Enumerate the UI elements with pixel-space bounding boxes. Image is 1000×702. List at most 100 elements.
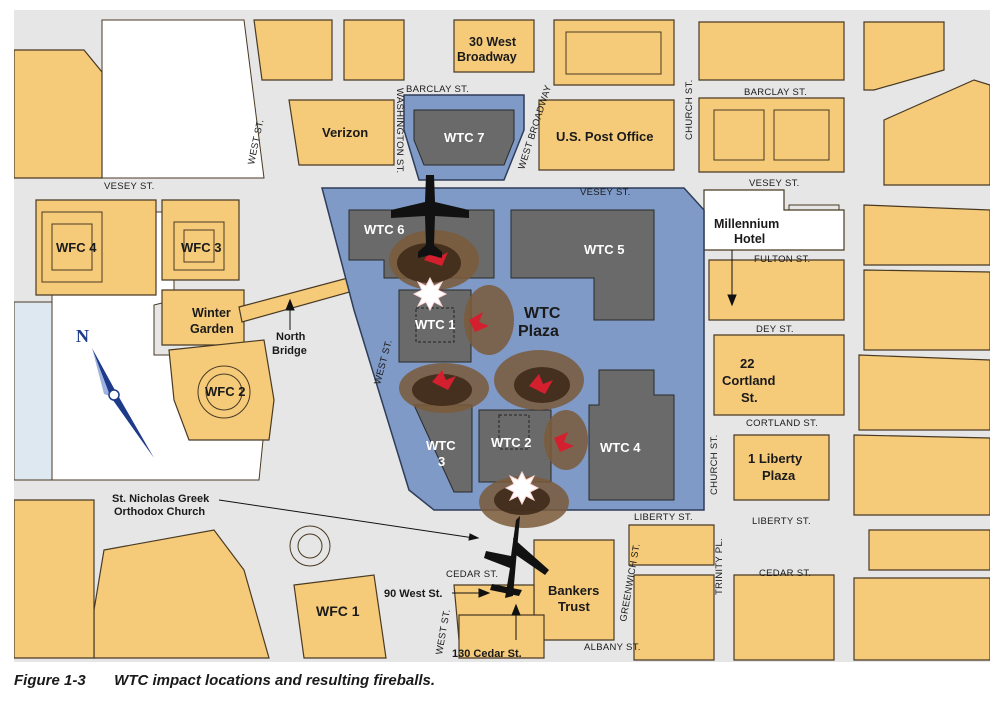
block (553, 19, 675, 86)
fire-mark (432, 370, 456, 390)
street-church-bottom: CHURCH ST. (709, 434, 720, 495)
street-washington: WASHINGTON ST. (394, 88, 405, 173)
block (733, 574, 835, 661)
block (14, 499, 95, 659)
label-north-bridge-line2: Bridge (272, 345, 307, 357)
figure-number: Figure 1-3 (14, 672, 86, 689)
block (633, 574, 715, 661)
impact-burst-wtc2 (504, 470, 540, 506)
label-wtc1: WTC 1 (415, 317, 455, 332)
street-cortland: CORTLAND ST. (746, 418, 818, 429)
leader-line-church (218, 499, 475, 539)
impact-bursts (412, 276, 540, 506)
label-bankers-line1: Bankers (548, 583, 599, 598)
street-albany: ALBANY ST. (584, 642, 641, 653)
block-cortland (713, 334, 845, 416)
compass-hub (108, 389, 120, 401)
smoke-cloud (544, 410, 588, 470)
compass-needle-light (92, 348, 110, 396)
fire-mark (554, 432, 574, 452)
label-wfc1: WFC 1 (316, 603, 360, 619)
airplane-icon (484, 516, 520, 598)
block (863, 204, 990, 266)
city-blocks (14, 19, 990, 661)
smoke-cloud (397, 243, 461, 283)
label-cortland-line2: Cortland (722, 373, 776, 388)
label-winter-garden-line1: Winter (192, 306, 231, 320)
label-plaza-line2: Plaza (518, 323, 559, 340)
label-wtc6: WTC 6 (364, 222, 404, 237)
street-barclay-left: BARCLAY ST. (406, 84, 469, 95)
block (628, 524, 715, 566)
wfc3-outline (173, 221, 225, 271)
label-30-west-broadway-line1: 30 West (469, 35, 517, 49)
fire-mark (529, 374, 553, 394)
block-verizon (288, 99, 395, 166)
label-church-line2: Orthodox Church (114, 506, 205, 518)
wfc2-dome-inner (205, 373, 243, 411)
block (698, 21, 845, 81)
wtc7-building (413, 109, 515, 166)
block (883, 79, 990, 186)
label-wtc5: WTC 5 (584, 242, 624, 257)
wtc2-core (498, 414, 530, 450)
label-wtc7: WTC 7 (444, 130, 484, 145)
airplane-icon (490, 584, 522, 596)
label-wfc3: WFC 3 (181, 240, 221, 255)
label-wtc2: WTC 2 (491, 435, 531, 450)
figure-caption: Figure 1-3 WTC impact locations and resu… (14, 672, 974, 696)
compass-needle-north (92, 348, 116, 396)
street-vesey-right: VESEY ST. (749, 178, 800, 189)
label-plaza-line1: WTC (524, 305, 561, 322)
airplane-icon (513, 538, 549, 575)
wtc5-building (510, 209, 655, 321)
label-millennium-line2: Hotel (734, 232, 765, 246)
block (853, 434, 990, 516)
label-wtc3-line1: WTC (426, 438, 456, 453)
label-millennium-line1: Millennium (714, 217, 779, 231)
label-wtc3-line2: 3 (438, 454, 445, 469)
street-liberty-left: LIBERTY ST. (634, 512, 693, 523)
wfc2-dome (197, 365, 251, 419)
block (863, 21, 945, 91)
label-winter-garden-line2: Garden (190, 322, 234, 336)
label-liberty-plaza-line1: 1 Liberty (748, 451, 803, 466)
street-liberty-right: LIBERTY ST. (752, 516, 811, 527)
wtc1-core (415, 307, 455, 343)
church-circle (289, 525, 331, 567)
street-trinity: TRINITY PL. (714, 538, 725, 595)
label-cortland-line1: 22 (740, 356, 754, 371)
arrowhead (468, 533, 480, 541)
wfc3-inner (183, 229, 215, 263)
block-millennium (708, 259, 845, 321)
street-church-top: CHURCH ST. (684, 79, 695, 140)
block (253, 19, 333, 81)
block-post-office (538, 99, 675, 171)
north-arrow: N (76, 326, 154, 458)
wfc4-inner (51, 223, 93, 271)
block (343, 19, 405, 81)
block-wfc2 (168, 339, 275, 441)
arrowhead (478, 588, 491, 598)
open-area-nw (101, 19, 265, 179)
label-130-cedar: 130 Cedar St. (452, 648, 522, 660)
block-wfc3 (161, 199, 240, 281)
leader-lines (218, 250, 737, 640)
arrowhead (285, 298, 295, 311)
block (698, 97, 845, 173)
block-inner (713, 109, 765, 161)
street-cedar-left: CEDAR ST. (446, 569, 498, 580)
label-30-west-broadway-line2: Broadway (457, 50, 517, 64)
fire-mark (469, 312, 489, 332)
block (14, 49, 103, 179)
label-post-office: U.S. Post Office (556, 129, 654, 144)
label-wtc4: WTC 4 (600, 440, 641, 455)
block-30-west-broadway (453, 19, 535, 73)
street-vesey-mid: VESEY ST. (580, 187, 631, 198)
label-wfc4: WFC 4 (56, 240, 97, 255)
label-wfc2: WFC 2 (205, 384, 245, 399)
aircraft-flight-11 (391, 175, 469, 258)
smoke-cloud (412, 374, 472, 406)
label-90-west: 90 West St. (384, 588, 443, 600)
block-wfc1 (293, 574, 387, 659)
